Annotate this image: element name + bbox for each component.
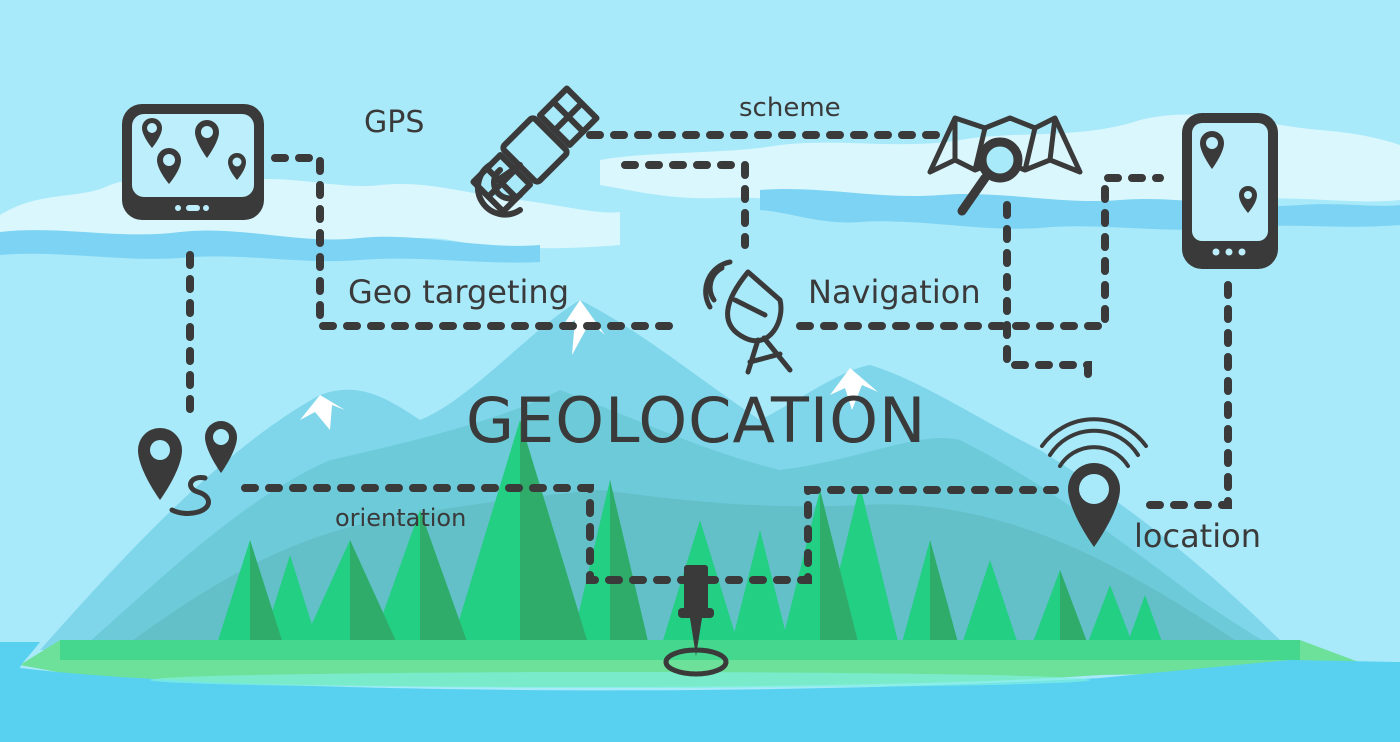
- water: [0, 642, 1400, 742]
- smartphone-map-icon: [1182, 113, 1278, 269]
- tablet-map-icon: [122, 104, 264, 220]
- label-gps: GPS: [364, 105, 425, 140]
- label-orientation: orientation: [335, 504, 467, 532]
- page-title: GEOLOCATION: [466, 384, 927, 457]
- satellite-dish-icon: [703, 259, 793, 375]
- label-geo-targeting: Geo targeting: [348, 273, 570, 311]
- route-pins-icon: [138, 421, 237, 516]
- wireless-location-pin-icon: [1040, 417, 1148, 547]
- map-search-icon: [927, 115, 1083, 216]
- dashed-connectors: [186, 131, 1232, 584]
- label-location: location: [1134, 517, 1261, 555]
- label-scheme: scheme: [739, 93, 841, 123]
- label-navigation: Navigation: [808, 273, 981, 311]
- forest: [215, 420, 1165, 650]
- satellite-icon: [470, 85, 600, 218]
- push-pin-icon: [663, 565, 729, 677]
